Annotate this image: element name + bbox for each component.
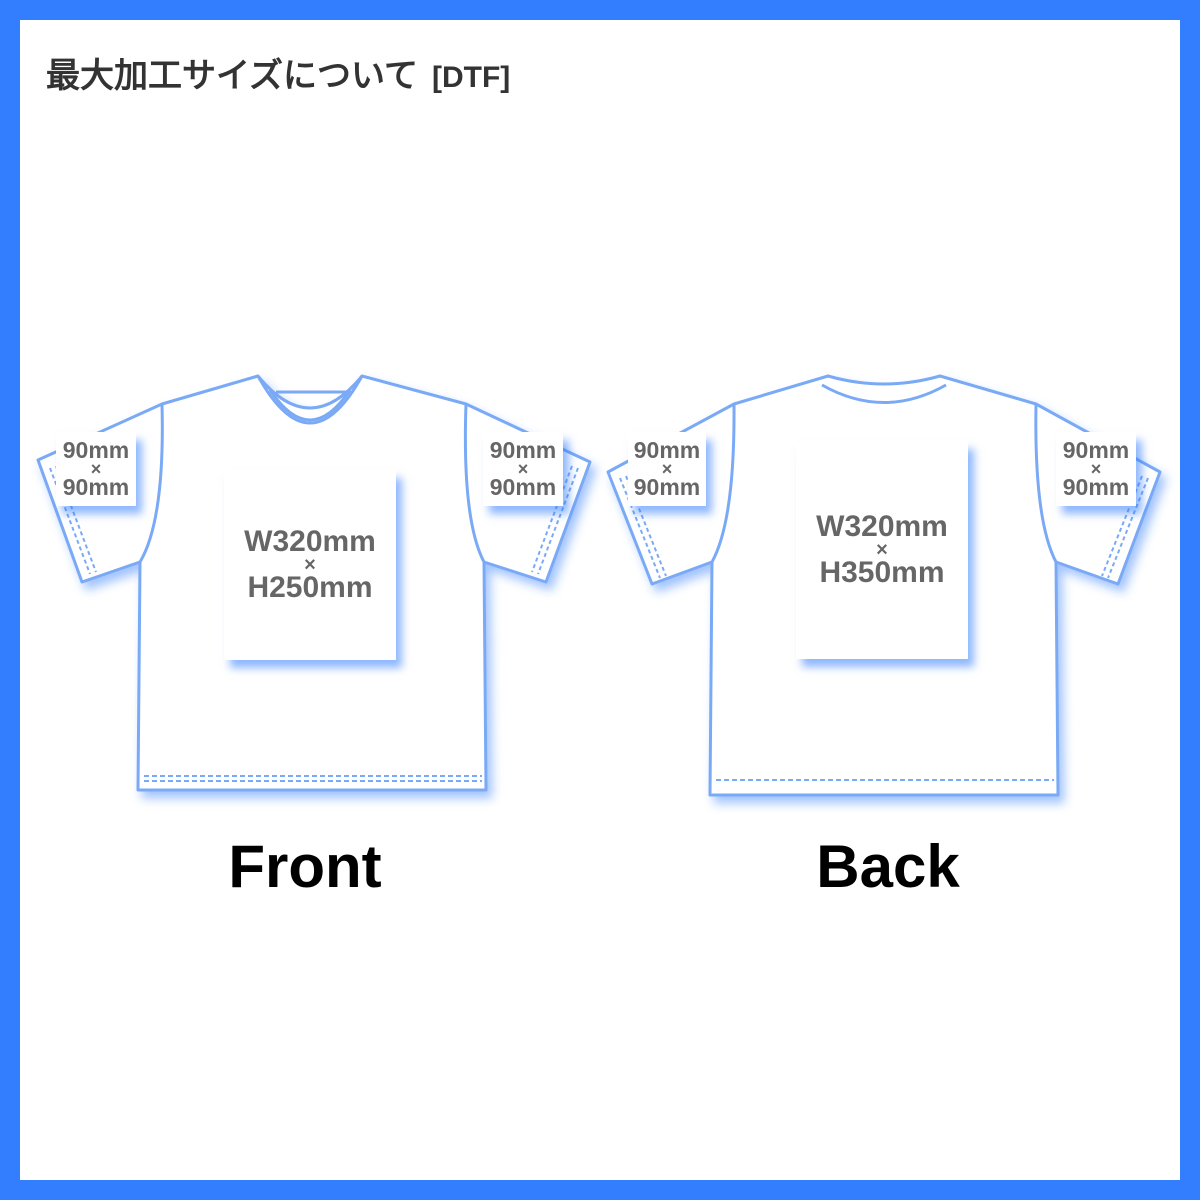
back-label: Back [816, 833, 960, 900]
page-title: 最大加工サイズについて [DTF] [46, 48, 510, 97]
back-left-sleeve-print-area: 90mm × 90mm [628, 432, 706, 506]
dimension-height: 90mm [489, 474, 557, 501]
dimension-width: W320mm [244, 525, 376, 558]
front-label: Front [228, 833, 382, 900]
dimension-width: 90mm [62, 436, 130, 463]
front-body-print-area: W320mm × H250mm [224, 470, 396, 660]
dimension-width: 90mm [489, 436, 557, 463]
dimension-width: 90mm [633, 436, 701, 463]
back-right-sleeve-print-area: 90mm × 90mm [1056, 432, 1136, 506]
back-body-print-area: W320mm × H350mm [796, 441, 968, 659]
times-sign: × [304, 554, 316, 576]
times-sign: × [661, 458, 673, 479]
dimension-height: 90mm [62, 474, 130, 501]
dimension-width: W320mm [816, 510, 948, 543]
times-sign: × [517, 458, 529, 479]
times-sign: × [1090, 458, 1102, 479]
front-right-sleeve-print-area: 90mm × 90mm [483, 432, 563, 506]
title-text: 最大加工サイズについて [46, 56, 418, 96]
times-sign: × [876, 539, 888, 561]
dimension-height: H250mm [247, 571, 373, 604]
dimension-width: 90mm [1062, 436, 1130, 463]
times-sign: × [90, 458, 102, 479]
front-left-sleeve-print-area: 90mm × 90mm [56, 432, 136, 506]
dimension-height: H350mm [819, 556, 945, 589]
front-tshirt-details [49, 375, 579, 782]
dimension-height: 90mm [633, 474, 701, 501]
dimension-height: 90mm [1062, 474, 1130, 501]
title-tag: [DTF] [431, 61, 511, 94]
